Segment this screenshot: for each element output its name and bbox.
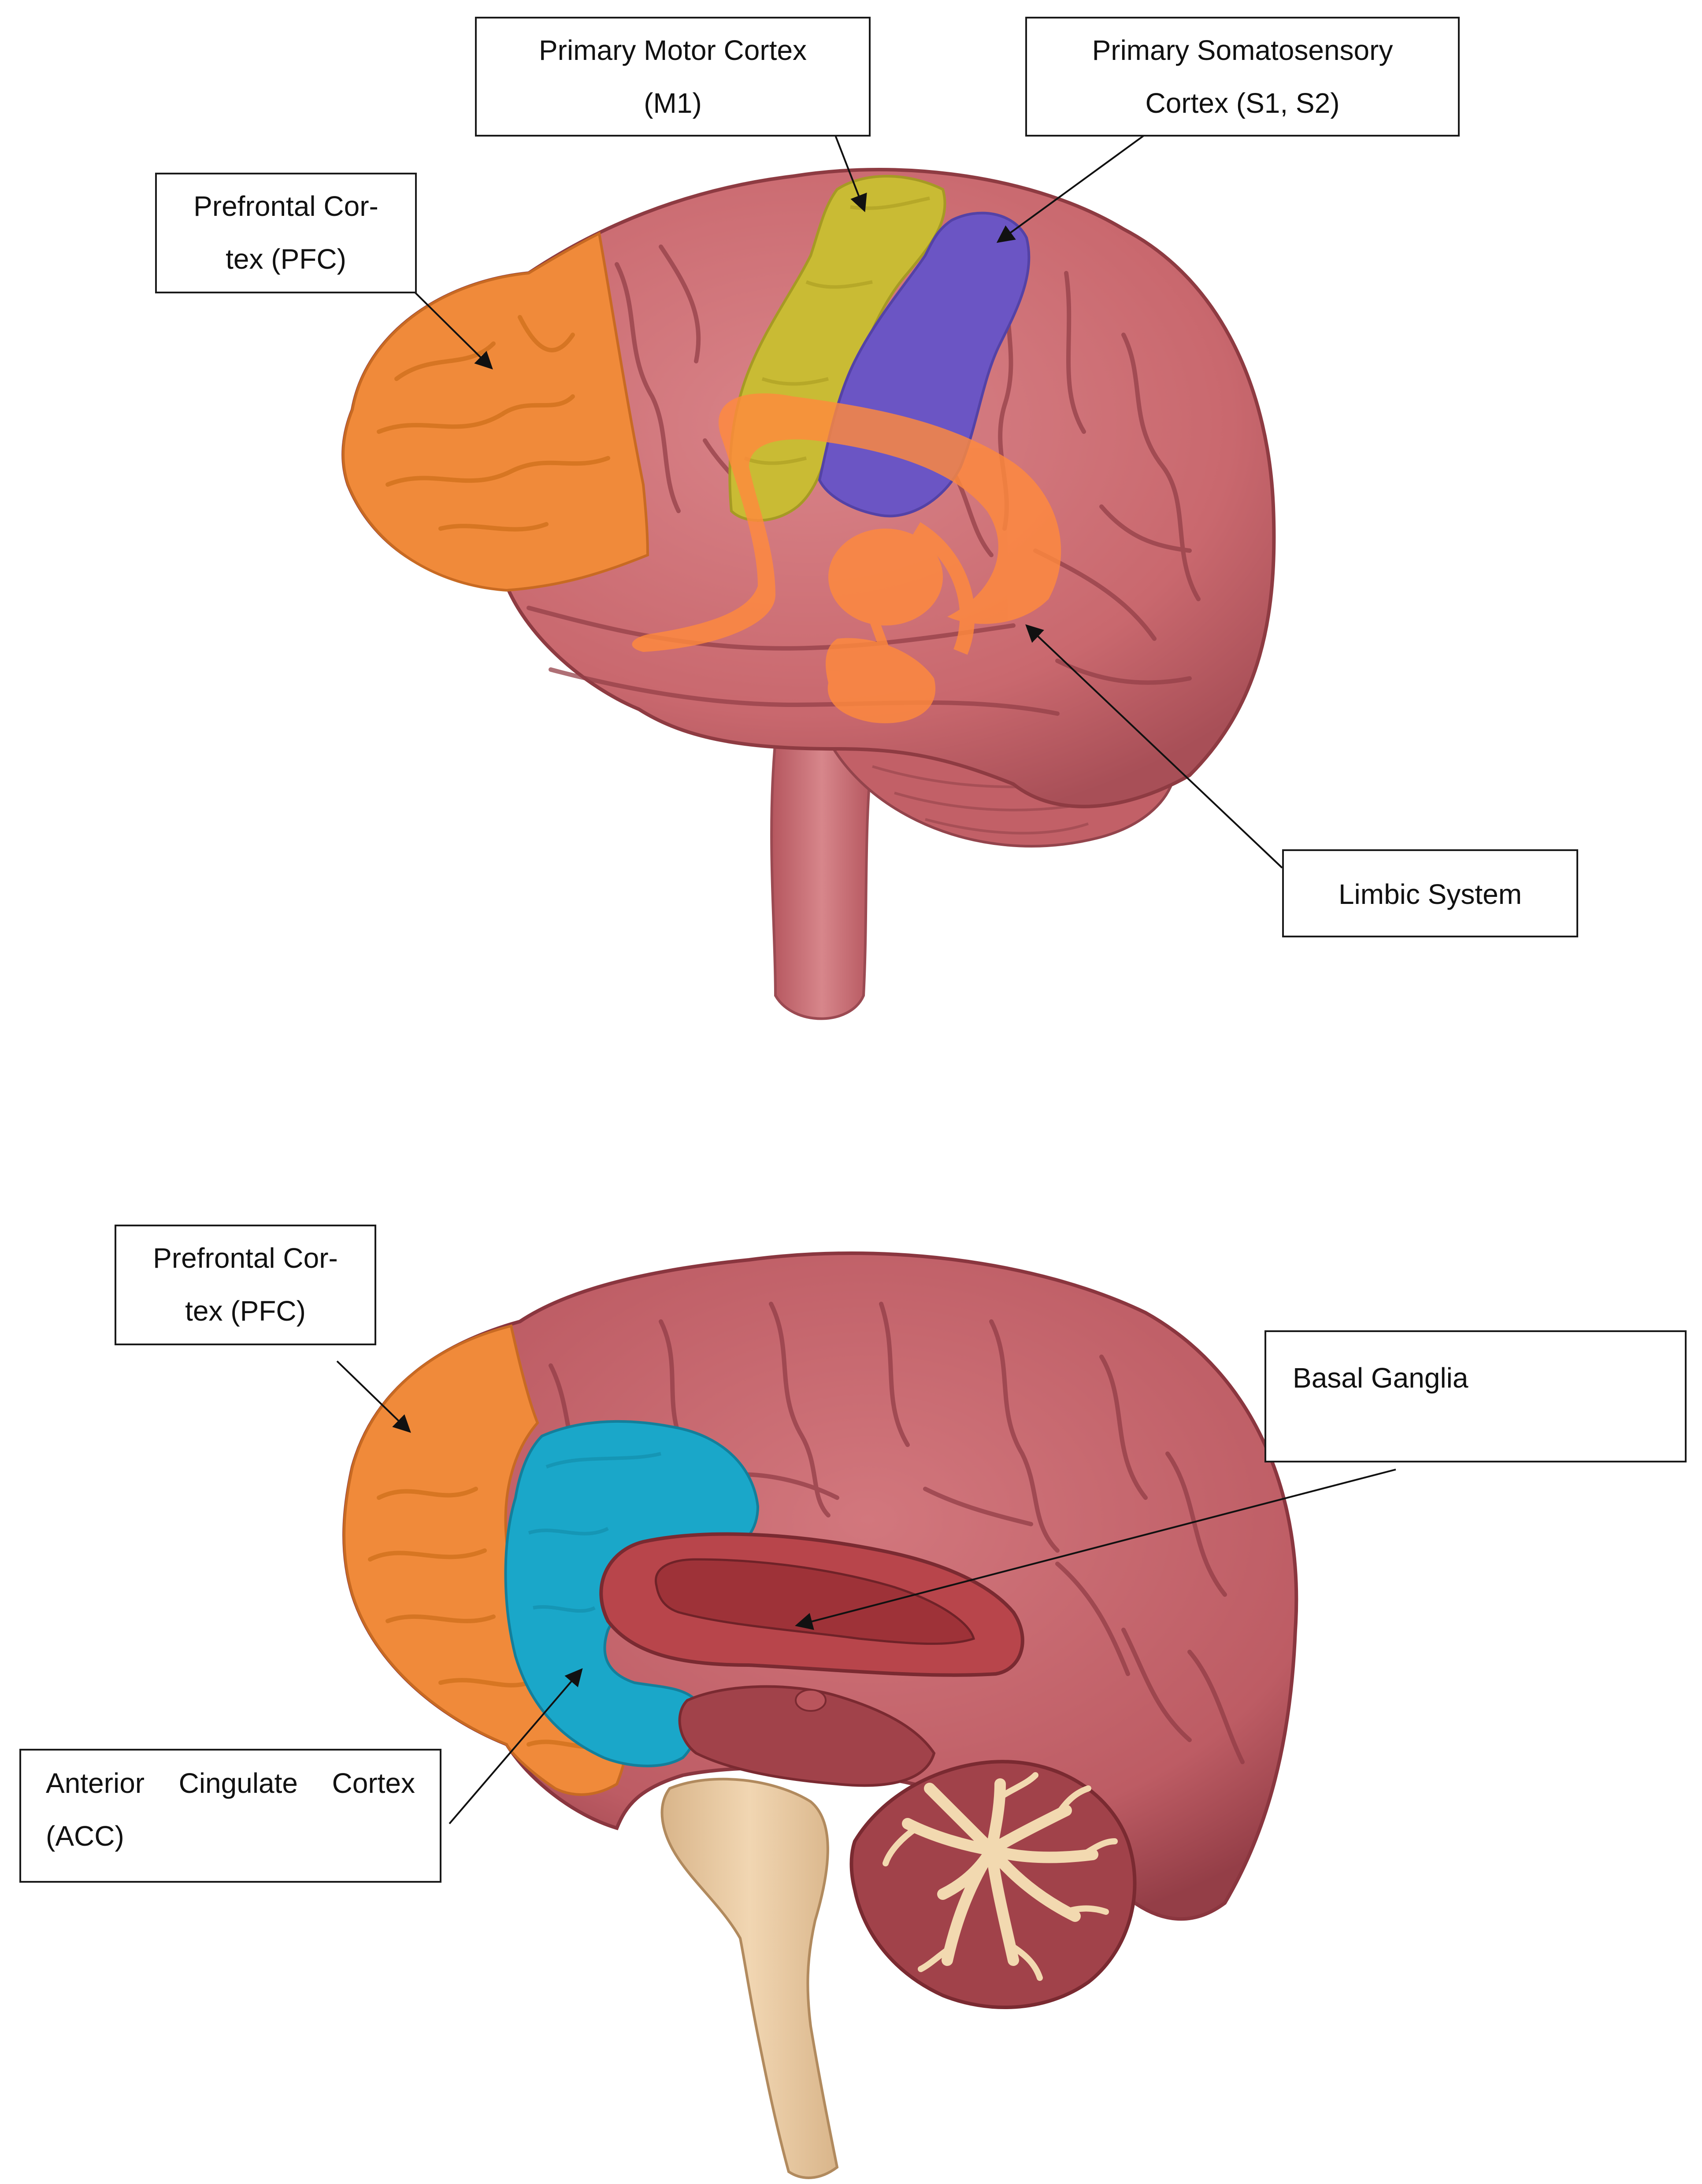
label-acc-word3: Cortex	[332, 1767, 415, 1799]
arrow-m1	[834, 134, 867, 212]
medial-brain	[342, 1251, 1298, 2179]
arbor-vitae-branches	[883, 1772, 1118, 1981]
arrow-limbic	[1025, 624, 1283, 869]
arrow-pfc-top	[413, 291, 493, 370]
label-acc-line1: Anterior Cingulate Cortex	[46, 1757, 415, 1810]
label-basal-line1: Basal Ganglia	[1293, 1362, 1468, 1394]
arrow-acc	[449, 1668, 583, 1825]
label-s1-line1: Primary Somatosensory	[1092, 34, 1393, 66]
label-acc-word1: Anterior	[46, 1767, 145, 1799]
label-acc-word2: Cingulate	[178, 1767, 298, 1799]
label-acc: Anterior Cingulate Cortex (ACC)	[19, 1749, 441, 1883]
label-pfc-top-line2: tex (PFC)	[226, 243, 346, 275]
label-pfc-bottom: Prefrontal Cor- tex (PFC)	[115, 1225, 376, 1345]
arrow-s1	[996, 133, 1146, 243]
label-s1: Primary Somatosensory Cortex (S1, S2)	[1025, 17, 1460, 137]
medial-sulci	[549, 1302, 1245, 1764]
label-acc-line2: (ACC)	[46, 1810, 415, 1862]
medial-thalamus	[678, 1685, 936, 1787]
medial-pineal	[795, 1689, 827, 1712]
label-s1-line2: Cortex (S1, S2)	[1145, 87, 1340, 119]
label-pfc-top: Prefrontal Cor- tex (PFC)	[155, 173, 417, 293]
label-m1-line2: (M1)	[644, 87, 702, 119]
lateral-brainstem	[770, 738, 874, 1020]
label-acc-abbrev: (ACC)	[46, 1820, 124, 1852]
medial-brainstem	[660, 1777, 839, 2179]
arrow-pfc-bottom	[336, 1360, 411, 1433]
lateral-brain	[341, 168, 1276, 1020]
label-m1: Primary Motor Cortex (M1)	[475, 17, 871, 137]
lateral-pfc-region	[342, 231, 649, 592]
label-limbic: Limbic System	[1282, 849, 1578, 937]
acc-texture	[528, 1452, 661, 1613]
label-m1-line1: Primary Motor Cortex	[538, 34, 807, 66]
lateral-limbic-region	[632, 393, 1061, 723]
label-pfc-bottom-line2: tex (PFC)	[185, 1295, 306, 1327]
basal-ganglia-region	[655, 1558, 975, 1645]
medial-pfc-gyri	[368, 1487, 606, 1749]
pointer-arrows	[336, 133, 1396, 1825]
label-basal: Basal Ganglia	[1264, 1330, 1687, 1462]
label-pfc-top-line1: Prefrontal Cor-	[193, 190, 378, 222]
label-limbic-line1: Limbic System	[1338, 878, 1522, 910]
label-pfc-bottom-line1: Prefrontal Cor-	[153, 1242, 338, 1274]
arrow-basal	[795, 1469, 1396, 1630]
